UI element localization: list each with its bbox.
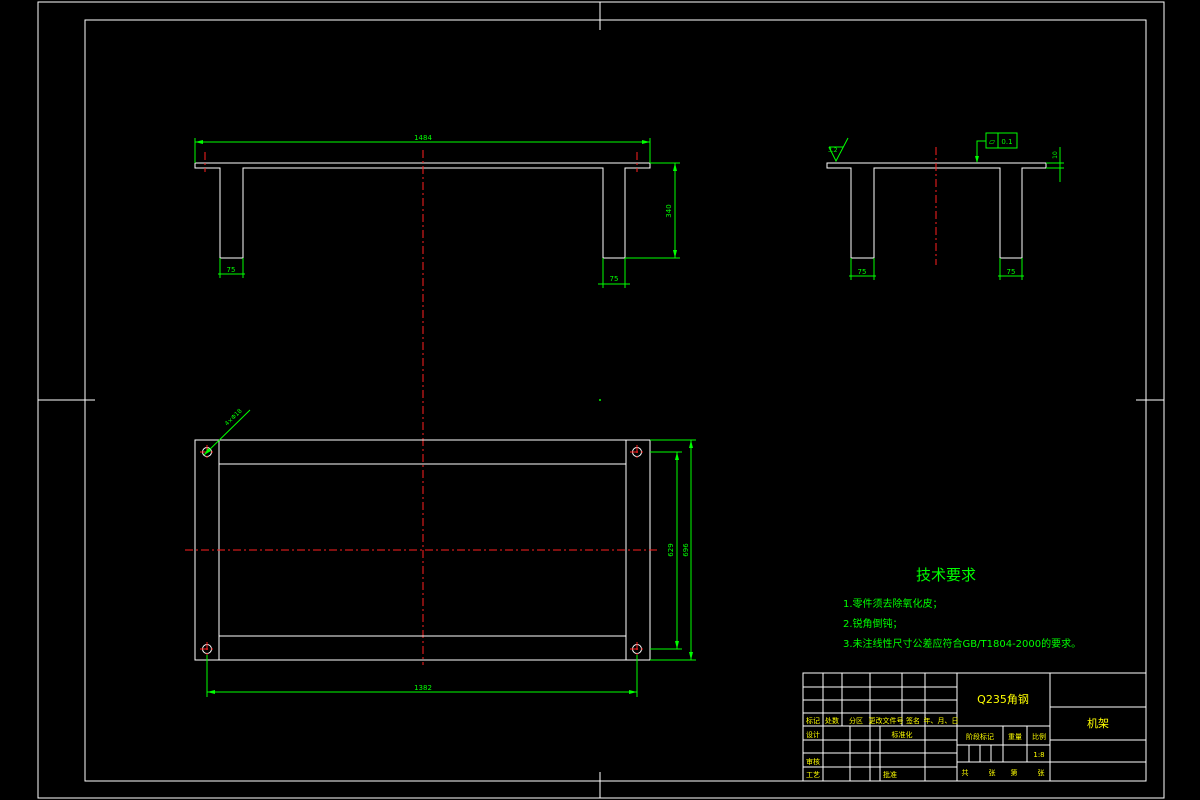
- dim-side-plate: 10: [1046, 147, 1064, 182]
- sheets-total-label: 共: [962, 768, 969, 777]
- dim-side-plate-text: 10: [1052, 151, 1059, 159]
- technical-requirements: 技术要求 1.零件须去除氧化皮； 2.锐角倒钝； 3.未注线性尺寸公差应符合GB…: [843, 566, 1081, 650]
- hole-leader: 4×Φ18: [203, 408, 251, 456]
- dim-front-length: 1484: [194, 134, 651, 163]
- dim-plan-outer: 696: [650, 439, 696, 661]
- flatness-symbol: ▱: [989, 137, 996, 146]
- process-label: 工艺: [806, 771, 820, 779]
- col-header: 更改文件号: [869, 716, 904, 725]
- scale-label: 比例: [1032, 732, 1046, 741]
- dim-plan-inner: 629: [650, 451, 682, 650]
- flatness-tolerance-frame: ▱ 0.1: [975, 132, 1018, 163]
- col-header: 标记: [806, 716, 820, 725]
- title-block: Q235角钢 机架 标记 处数 分区 更改文件号 签名 年、月、日 设计 标准化…: [802, 672, 1147, 782]
- hole-leader-text: 4×Φ18: [224, 408, 244, 428]
- dim-side-leg-right: 75: [998, 258, 1024, 280]
- stage-mark-label: 阶段标记: [966, 732, 994, 741]
- tech-item: 2.锐角倒钝；: [843, 617, 903, 630]
- flatness-value: 0.1: [1001, 138, 1012, 146]
- origin-dot: [599, 399, 601, 401]
- dim-side-leg-right-text: 75: [1007, 268, 1016, 276]
- dim-side-leg-left-text: 75: [858, 268, 867, 276]
- scale-value: 1:8: [1033, 751, 1044, 759]
- side-view: 3.2 ▱ 0.1 10 75 75: [826, 132, 1064, 280]
- review-label: 审核: [806, 757, 820, 766]
- tech-title: 技术要求: [916, 566, 976, 584]
- plan-view: 4×Φ18 629 696 1382: [185, 408, 696, 697]
- dim-front-height: 340: [625, 162, 680, 259]
- col-header: 签名: [906, 716, 920, 725]
- col-header: 年、月、日: [924, 716, 959, 725]
- dim-front-leg-right-text: 75: [610, 275, 619, 283]
- tech-item: 3.未注线性尺寸公差应符合GB/T1804-2000的要求。: [843, 637, 1081, 650]
- sheets-zhang-label: 张: [989, 768, 996, 777]
- roughness-symbol: 3.2: [828, 137, 849, 163]
- sheet-zhang-label: 张: [1038, 768, 1045, 777]
- dim-plan-inner-text: 629: [667, 543, 675, 556]
- dim-front-leg-left: 75: [218, 258, 245, 278]
- tech-item: 1.零件须去除氧化皮；: [843, 597, 943, 610]
- col-header: 处数: [825, 716, 839, 725]
- part-name-text: 机架: [1087, 716, 1109, 730]
- roughness-text: 3.2: [828, 147, 838, 154]
- front-view: 1484 340 75 75: [194, 134, 680, 665]
- dim-plan-holes: 1382: [206, 655, 638, 697]
- col-header: 分区: [849, 716, 863, 725]
- dim-front-length-text: 1484: [414, 134, 432, 142]
- standardize-label: 标准化: [892, 730, 913, 739]
- material-text: Q235角钢: [977, 693, 1029, 706]
- design-label: 设计: [806, 730, 820, 739]
- sheet-frame: [37, 1, 1165, 799]
- dim-side-leg-left: 75: [849, 258, 876, 280]
- inner-border: [84, 19, 1147, 782]
- approve-label: 批准: [883, 770, 897, 779]
- dim-front-leg-right: 75: [598, 258, 630, 288]
- dim-front-leg-left-text: 75: [227, 266, 236, 274]
- front-outline: [194, 162, 651, 259]
- dim-plan-outer-text: 696: [682, 543, 690, 557]
- sheet-no-label: 第: [1011, 768, 1018, 777]
- weight-label: 重量: [1008, 733, 1022, 741]
- dim-front-height-text: 340: [665, 204, 673, 217]
- dim-plan-holes-text: 1382: [414, 684, 432, 692]
- mounting-holes: [200, 445, 644, 656]
